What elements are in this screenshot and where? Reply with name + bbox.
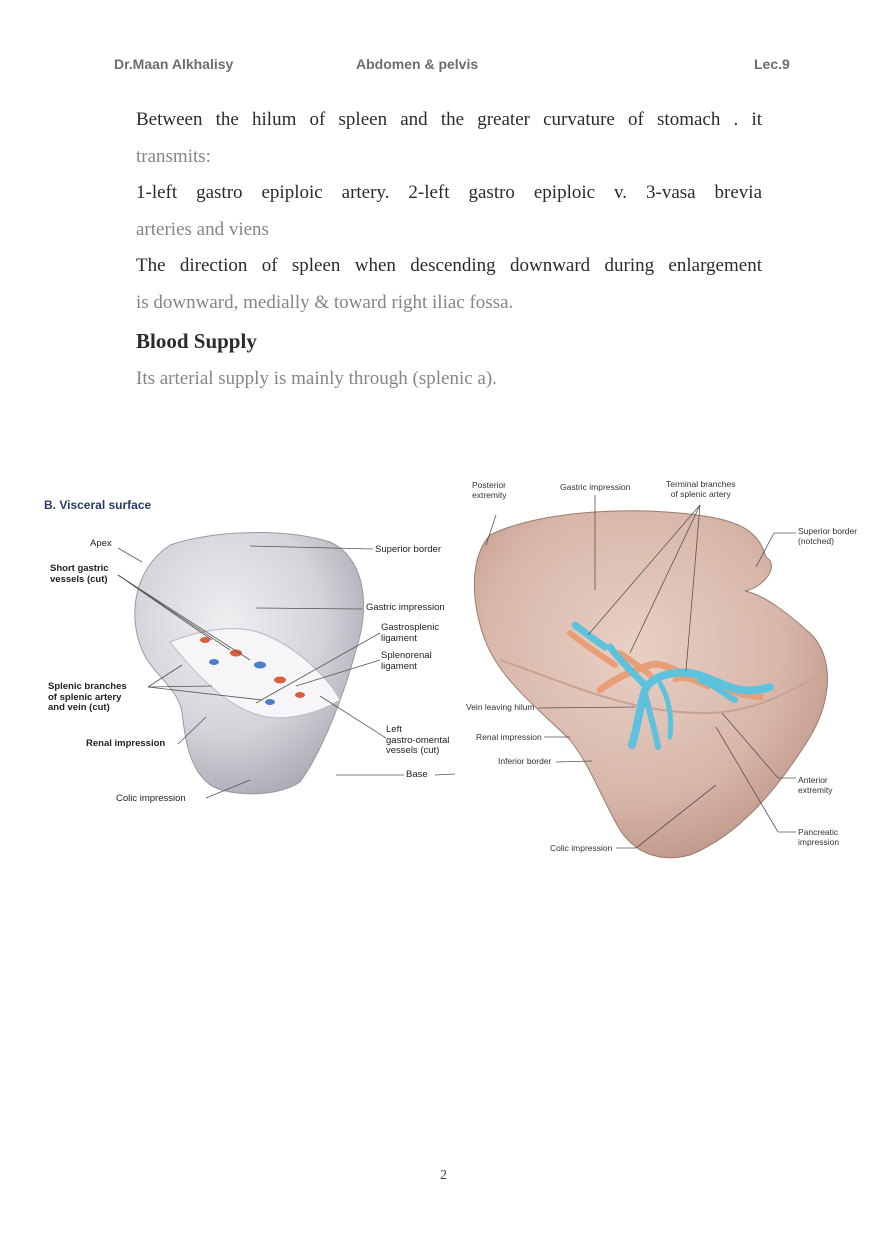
label-short-gastric: Short gastric vessels (cut)	[50, 563, 109, 585]
label-inferior-border: Inferior border	[498, 756, 552, 766]
label-anterior-extremity: Anterior extremity	[798, 775, 833, 795]
label-renal-impression-right: Renal impression	[476, 732, 542, 742]
page-number: 2	[440, 1168, 447, 1183]
header-course: Abdomen & pelvis	[356, 56, 479, 72]
header-author: Dr.Maan Alkhalisy	[114, 56, 234, 72]
label-colic-impression: Colic impression	[116, 793, 186, 804]
body-line: Between the hilum of spleen and the grea…	[136, 109, 762, 130]
label-splenorenal-ligament: Splenorenal ligament	[381, 650, 432, 672]
body-line: is downward, medially & toward right ili…	[136, 292, 514, 313]
label-superior-border-notched: Superior border (notched)	[798, 526, 858, 546]
figure-title: B. Visceral surface	[44, 498, 152, 512]
label-splenic-branches: Splenic branches of splenic artery and v…	[48, 681, 127, 713]
header-lecture: Lec.9	[754, 56, 790, 72]
label-vein-leaving-hilum: Vein leaving hilum	[466, 702, 535, 712]
label-posterior-extremity: Posterior extremity	[472, 480, 507, 500]
spleen-visceral-illustration	[117, 532, 456, 799]
label-gastric-impression-right: Gastric impression	[560, 482, 631, 492]
body-line: 1-left gastro epiploic artery. 2-left ga…	[136, 182, 762, 203]
body-line: Its arterial supply is mainly through (s…	[136, 368, 497, 389]
body-line: arteries and viens	[136, 219, 269, 240]
label-base: Base	[406, 769, 428, 780]
label-apex: Apex	[90, 538, 112, 549]
label-renal-impression: Renal impression	[86, 738, 166, 749]
figure-visceral-surface: B. Visceral surface Apex Short gastric v…	[0, 490, 470, 830]
label-pancreatic-impression: Pancreatic impression	[798, 827, 840, 847]
label-colic-impression-right: Colic impression	[550, 843, 613, 853]
section-heading: Blood Supply	[136, 329, 257, 353]
label-left-gastro-omental: Left gastro-omental vessels (cut)	[386, 724, 450, 756]
body-line: transmits:	[136, 146, 211, 167]
spleen-hilum-illustration	[473, 495, 828, 859]
figure-spleen-hilum: Posterior extremity Gastric impression T…	[460, 475, 880, 865]
body-line: The direction of spleen when descending …	[136, 255, 762, 276]
label-gastric-impression: Gastric impression	[366, 602, 445, 613]
label-gastrosplenic-ligament: Gastrosplenic ligament	[381, 622, 440, 644]
label-terminal-branches: Terminal branches of splenic artery	[666, 479, 736, 499]
label-superior-border: Superior border	[375, 544, 442, 555]
